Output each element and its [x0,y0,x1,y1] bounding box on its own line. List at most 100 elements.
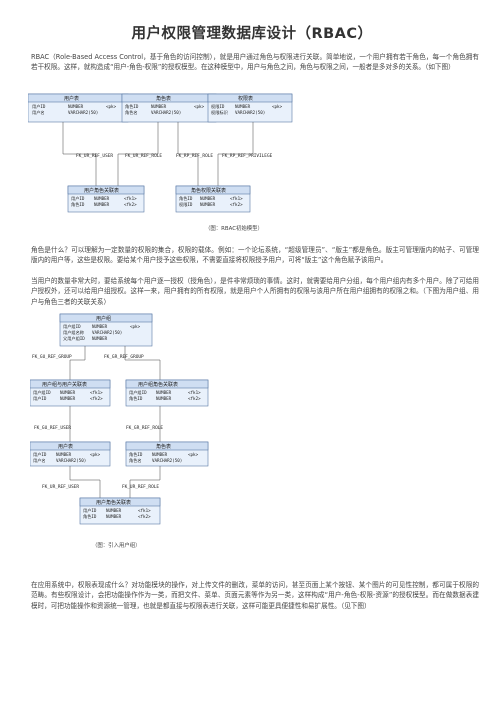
entity-user-title: 用户表 [58,443,73,450]
svg-text:用户名: 用户名 [32,109,45,116]
svg-text:<fk1>: <fk1> [138,508,151,513]
svg-text:NUMBER: NUMBER [151,104,167,109]
fk-label: FK_UR_REF_USER [76,153,113,159]
svg-text:NUMBER: NUMBER [235,104,251,109]
entity-group-role: 用户组角色关联表 用户组ID NUMBER <fk1> 角色ID NUMBER … [125,379,209,407]
entity-user-title: 用户表 [64,95,79,102]
entity-role-permission: 角色权限关联表 角色ID NUMBER <fk1> 权限ID NUMBER <f… [175,185,251,213]
svg-text:<fk2>: <fk2> [90,396,103,401]
svg-text:<fk1>: <fk1> [124,196,137,201]
svg-text:NUMBER: NUMBER [106,508,122,513]
entity-user-role: 用户角色关联表 用户ID NUMBER <fk1> 角色ID NUMBER <f… [79,497,161,525]
svg-text:<pk>: <pk> [272,104,283,109]
svg-text:NUMBER: NUMBER [92,324,108,329]
svg-text:角色ID: 角色ID [179,195,193,202]
svg-text:权限ID: 权限ID [211,103,225,110]
svg-text:角色ID: 角色ID [125,103,139,110]
svg-text:权限标识: 权限标识 [211,109,228,116]
svg-text:<pk>: <pk> [90,452,101,457]
entity-permission: 权限表 权限ID NUMBER <pk> 权限标识 VARCHAR2(50) [207,93,293,123]
svg-text:用户ID: 用户ID [32,103,46,110]
svg-text:用户ID: 用户ID [33,451,47,458]
entity-user-group: 用户组 用户组ID NUMBER <pk> 用户组名称 VARCHAR2(50)… [59,313,153,347]
svg-text:NUMBER: NUMBER [152,452,168,457]
svg-text:<fk1>: <fk1> [188,390,201,395]
svg-text:VARCHAR2(50): VARCHAR2(50) [92,330,122,335]
svg-text:<fk2>: <fk2> [124,202,137,207]
svg-text:角色ID: 角色ID [129,395,143,402]
svg-text:权限ID: 权限ID [179,201,193,208]
svg-text:VARCHAR2(50): VARCHAR2(50) [151,110,181,115]
fk-label: FK_UR_REF_USER [42,484,79,490]
fk-label: FK_RP_REF_ROLE [176,153,213,159]
entity-user: 用户表 用户ID NUMBER <pk> 用户名 VARCHAR2(50) [30,441,111,467]
svg-text:用户名: 用户名 [33,457,46,464]
svg-text:父用户组ID: 父用户组ID [63,335,85,342]
entity-group-user: 用户组与用户关联表 用户组ID NUMBER <fk1> 用户ID NUMBER… [30,379,111,407]
figure-caption-1: （图：RBAC初始模型） [205,226,263,232]
figure-caption-2: （图：引入用户组） [92,543,141,549]
entity-group-user-title: 用户组与用户关联表 [42,381,87,388]
svg-text:NUMBER: NUMBER [94,202,110,207]
svg-text:NUMBER: NUMBER [156,396,172,401]
svg-text:<fk2>: <fk2> [230,202,243,207]
svg-text:<pk>: <pk> [188,452,199,457]
entity-role-title: 角色表 [156,443,171,450]
svg-text:VARCHAR2(50): VARCHAR2(50) [68,110,98,115]
paragraph-group: 当用户的数量非常大时，要给系统每个用户逐一授权（授角色），是件非常烦琐的事情。这… [31,277,479,306]
svg-text:角色ID: 角色ID [71,201,85,208]
entity-role: 角色表 角色ID NUMBER <pk> 角色名 VARCHAR2(50) [121,93,217,123]
entity-group-role-title: 用户组角色关联表 [138,381,178,388]
svg-text:NUMBER: NUMBER [60,390,76,395]
svg-text:NUMBER: NUMBER [60,396,76,401]
entity-user-role-title: 用户角色关联表 [84,187,119,194]
svg-text:VARCHAR2(50): VARCHAR2(50) [56,458,86,463]
fk-label: FK_GR_REF_ROLE [126,425,163,431]
svg-text:<pk>: <pk> [194,104,205,109]
svg-text:NUMBER: NUMBER [56,452,72,457]
svg-text:角色名: 角色名 [129,457,142,464]
svg-text:用户组名称: 用户组名称 [63,329,84,336]
svg-text:角色ID: 角色ID [129,451,143,458]
svg-text:NUMBER: NUMBER [92,336,108,341]
svg-text:<fk1>: <fk1> [230,196,243,201]
svg-text:<pk>: <pk> [106,104,117,109]
svg-text:NUMBER: NUMBER [106,514,122,519]
fk-label: FK_GU_REF_USER [34,425,71,431]
fk-label: FK_UR_REF_ROLE [125,153,162,159]
entity-permission-title: 权限表 [238,95,253,102]
fk-label: FK_UR_REF_ROLE [122,484,159,490]
entity-user-group-title: 用户组 [96,315,111,322]
svg-text:NUMBER: NUMBER [200,202,216,207]
svg-text:NUMBER: NUMBER [68,104,84,109]
entity-user: 用户表 用户ID NUMBER <pk> 用户名 VARCHAR2(50) [28,93,129,123]
user-group-model-diagram: 用户组 用户组ID NUMBER <pk> 用户组名称 VARCHAR2(50)… [30,313,209,525]
svg-text:用户组ID: 用户组ID [63,323,81,330]
svg-text:<pk>: <pk> [130,324,141,329]
paragraph-intro: RBAC（Role-Based Access Control，基于角色的访问控制… [31,53,479,72]
svg-text:NUMBER: NUMBER [156,390,172,395]
entity-role: 角色表 角色ID NUMBER <pk> 角色名 VARCHAR2(50) [125,441,209,467]
svg-text:VARCHAR2(50): VARCHAR2(50) [235,110,265,115]
paragraph-role: 角色是什么？可以理解为一定数量的权限的集合，权限的载体。例如：一个论坛系统，“超… [31,246,479,265]
svg-text:用户ID: 用户ID [71,195,85,202]
fk-label: FK_GR_REF_GROUP [104,354,144,360]
svg-text:VARCHAR2(50): VARCHAR2(50) [152,458,182,463]
svg-text:角色ID: 角色ID [83,513,97,520]
svg-text:用户ID: 用户ID [83,507,97,514]
entity-user-role: 用户角色关联表 用户ID NUMBER <fk1> 角色ID NUMBER <f… [67,185,145,213]
fk-label: FK_RP_REF_PRIVILEGE [222,153,273,159]
rbac-initial-model-diagram: 用户表 用户ID NUMBER <pk> 用户名 VARCHAR2(50) 角色… [28,93,293,213]
entity-user-role-title: 用户角色关联表 [96,499,131,506]
entity-role-title: 角色表 [156,95,171,102]
svg-text:用户ID: 用户ID [33,395,47,402]
svg-text:用户组ID: 用户组ID [33,389,51,396]
svg-text:<fk2>: <fk2> [138,514,151,519]
fk-label: FK_GU_REF_GROUP [32,354,72,360]
entity-role-permission-title: 角色权限关联表 [191,187,226,194]
svg-text:角色名: 角色名 [125,109,138,116]
page-title: 用户权限管理数据库设计（RBAC） [131,26,373,42]
svg-text:<fk1>: <fk1> [90,390,103,395]
svg-text:<fk2>: <fk2> [188,396,201,401]
